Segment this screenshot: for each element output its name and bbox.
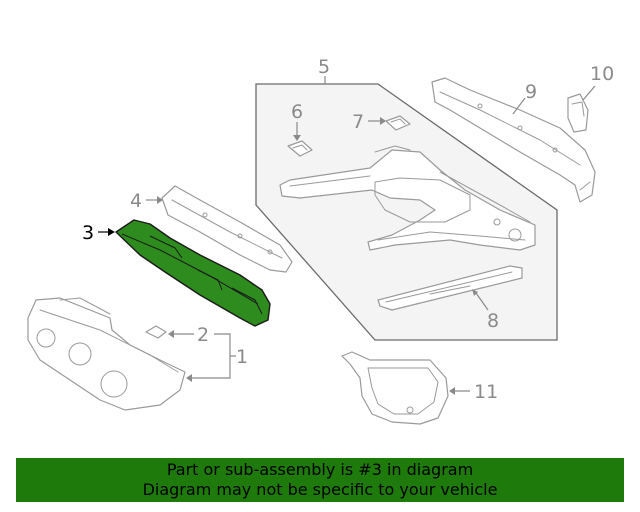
- arrow-4: [157, 196, 163, 204]
- arrow-8: [472, 289, 478, 296]
- part-7-bracket: [385, 115, 411, 131]
- banner-line-2: Diagram may not be specific to your vehi…: [142, 480, 498, 499]
- callout-8: 8: [487, 310, 499, 332]
- callout-7: 7: [352, 111, 364, 133]
- part-9-rail: [431, 77, 596, 203]
- part-3-highlighted: [115, 219, 271, 327]
- callout-6: 6: [291, 101, 303, 123]
- callout-1: 1: [236, 346, 248, 368]
- part-6-bracket: [287, 140, 313, 157]
- leader-9: [512, 97, 526, 115]
- arrow-1: [186, 374, 192, 382]
- callout-3: 3: [82, 222, 94, 244]
- arrow-11: [449, 387, 455, 395]
- part-1-floor-assembly: [27, 297, 186, 411]
- callout-10: 10: [590, 63, 614, 85]
- arrow-2: [168, 330, 174, 338]
- part-10-bracket: [567, 93, 589, 133]
- notice-banner: Part or sub-assembly is #3 in diagram Di…: [16, 458, 624, 502]
- arrow-6: [293, 135, 301, 141]
- arrow-7: [380, 117, 386, 125]
- arrow-3: [108, 228, 115, 236]
- part-8-crossmember: [377, 265, 523, 311]
- part-11-storage-tub: [341, 351, 449, 425]
- banner-line-1: Part or sub-assembly is #3 in diagram: [166, 460, 474, 479]
- part-4-rail: [161, 185, 293, 273]
- leader-8: [475, 292, 489, 311]
- callout-4: 4: [130, 190, 142, 212]
- callout-11: 11: [474, 381, 498, 403]
- callout-9: 9: [525, 81, 537, 103]
- part-5-floor-frame: [279, 145, 536, 251]
- callout-5: 5: [318, 56, 330, 78]
- part-2-clip: [145, 325, 167, 339]
- callout-2: 2: [197, 324, 209, 346]
- leader-10: [582, 85, 596, 101]
